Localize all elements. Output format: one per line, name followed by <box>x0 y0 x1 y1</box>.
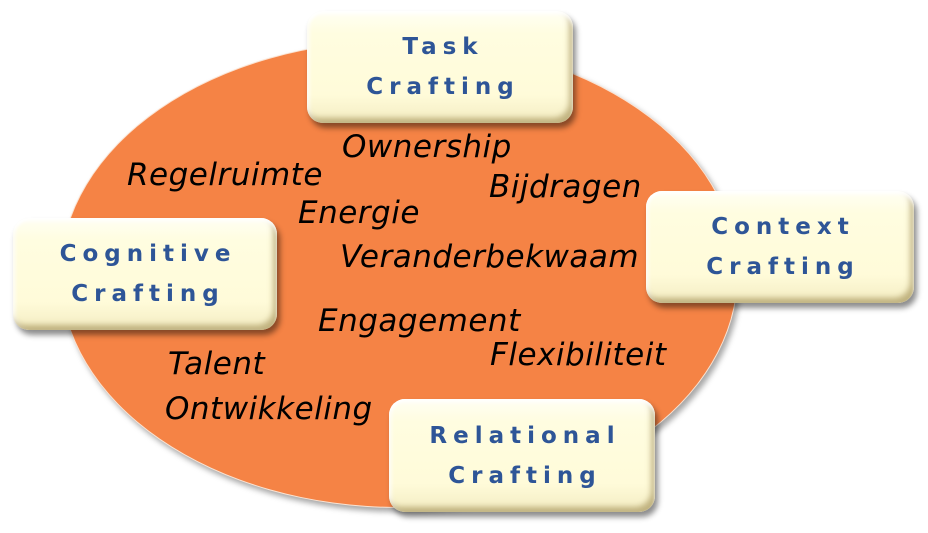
word-ownership: Ownership <box>342 129 512 165</box>
context-crafting-box: Context Crafting <box>646 191 914 303</box>
context-crafting-line2: Crafting <box>706 254 860 280</box>
cognitive-crafting-line1: Cognitive <box>59 241 237 267</box>
task-crafting-line1: Task <box>402 34 484 60</box>
word-bijdragen: Bijdragen <box>489 169 642 205</box>
word-veranderbekwaam: Veranderbekwaam <box>340 239 640 275</box>
task-crafting-box: Task Crafting <box>307 11 573 123</box>
word-engagement: Engagement <box>318 303 521 339</box>
word-flexibiliteit: Flexibiliteit <box>490 337 667 373</box>
word-ontwikkeling: Ontwikkeling <box>165 391 373 427</box>
cognitive-crafting-box: Cognitive Crafting <box>13 218 277 330</box>
word-regelruimte: Regelruimte <box>127 157 323 193</box>
relational-crafting-line2: Crafting <box>448 462 602 489</box>
task-crafting-line2: Crafting <box>366 74 520 100</box>
word-energie: Energie <box>298 195 420 231</box>
relational-crafting-line1: Relational <box>429 422 621 449</box>
cognitive-crafting-line2: Crafting <box>71 281 225 307</box>
word-talent: Talent <box>168 346 266 382</box>
context-crafting-line1: Context <box>711 214 855 240</box>
relational-crafting-box: Relational Crafting <box>389 399 655 512</box>
